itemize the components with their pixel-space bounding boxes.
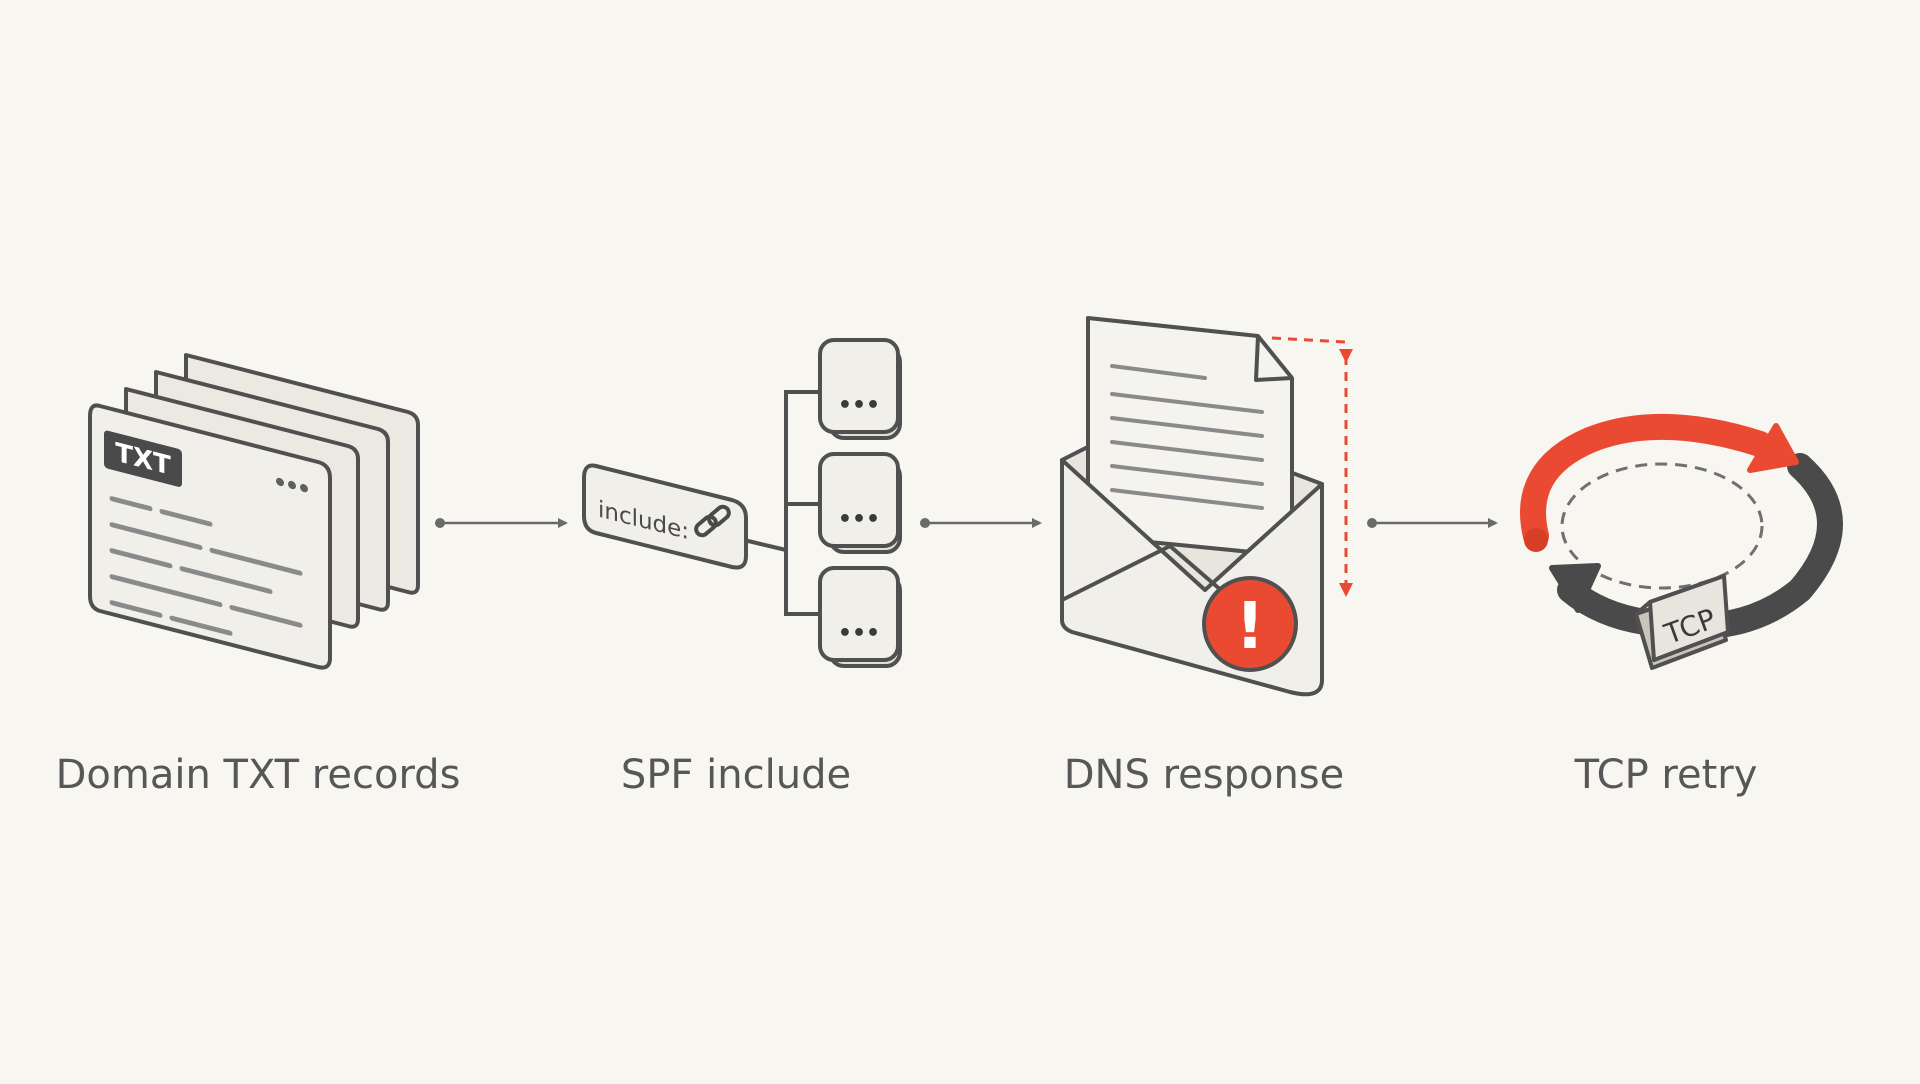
label-dns-response: DNS response: [1063, 752, 1345, 798]
label-tcp-retry: TCP retry: [1574, 752, 1758, 798]
tcp-retry-icon: TCP: [1520, 414, 1843, 670]
label-spf-include: SPF include: [620, 752, 852, 798]
connector-arrow-1: [435, 518, 568, 528]
label-domain-txt-records: Domain TXT records: [55, 752, 461, 798]
connector-arrow-3: [1367, 518, 1498, 528]
spf-include-icon: include: ••• ••• •••: [582, 338, 902, 668]
svg-text:•••: •••: [838, 393, 880, 418]
link-icon: [694, 504, 731, 538]
size-limit-indicator: [1271, 336, 1353, 597]
svg-text:•••: •••: [838, 507, 880, 532]
svg-text:•••: •••: [838, 621, 880, 646]
include-child-1: •••: [818, 338, 902, 440]
connector-arrow-2: [920, 518, 1042, 528]
include-child-3: •••: [818, 566, 902, 668]
dns-response-icon: !: [1060, 316, 1353, 697]
alert-icon: !: [1202, 576, 1298, 672]
include-child-2: •••: [818, 452, 902, 554]
svg-text:!: !: [1235, 590, 1264, 664]
tcp-badge: TCP: [1634, 574, 1730, 670]
txt-records-icon: TXT: [88, 353, 420, 670]
